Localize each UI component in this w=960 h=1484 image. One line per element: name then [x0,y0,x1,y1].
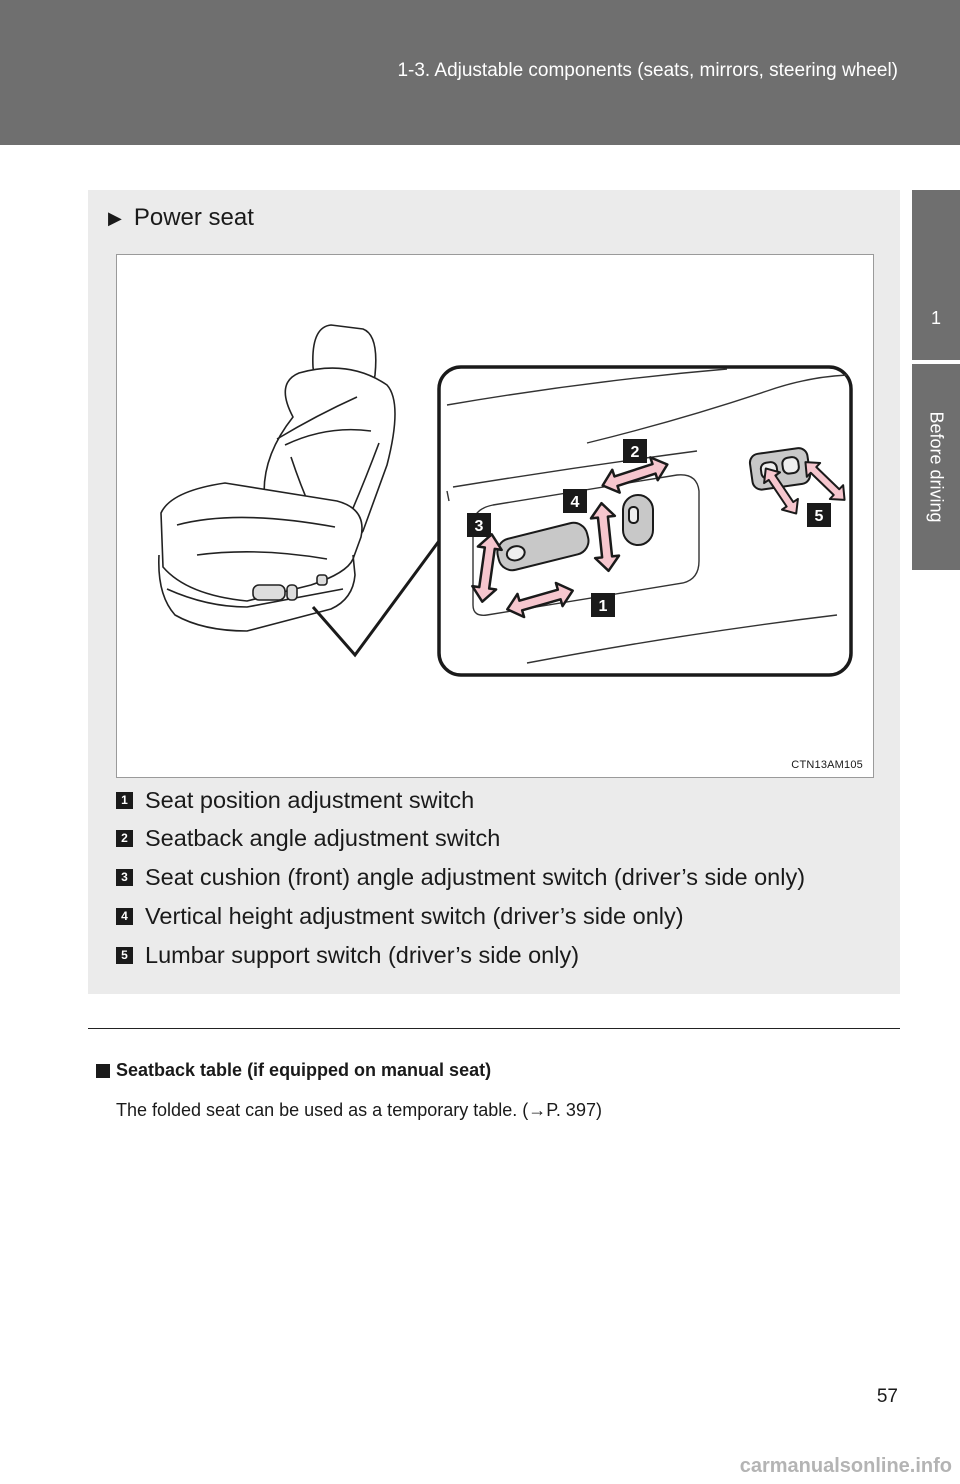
header-band [0,0,960,145]
legend-item: 5 Lumbar support switch (driver’s side o… [116,937,579,973]
note-heading-text: Seatback table (if equipped on manual se… [116,1060,492,1080]
chapter-number: 1 [930,308,941,328]
panel-heading: ▶ Power seat [108,204,254,232]
legend-item: 3 Seat cushion (front) angle adjustment … [116,859,805,895]
legend-text: Lumbar support switch (driver’s side onl… [145,941,580,968]
square-bullet-icon [96,1063,110,1078]
legend-number-2: 2 [116,829,133,847]
callouts: 1 2 3 4 5 [467,439,831,617]
chapter-label-tab[interactable]: Before driving [912,364,960,570]
watermark: carmanualsonline.info [739,1455,952,1477]
legend-text: Seat position adjustment switch [145,786,475,813]
callout-2: 2 [631,444,640,461]
legend-number-3: 3 [116,868,133,886]
note-heading: Seatback table (if equipped on manual se… [96,1060,491,1081]
chapter-tab[interactable]: 1 [912,190,960,360]
legend-item: 4 Vertical height adjustment switch (dri… [116,898,684,934]
legend-item: 2 Seatback angle adjustment switch [116,820,500,856]
legend-number-5: 5 [116,946,133,964]
door-panel-lines [446,368,848,664]
legend-text: Seatback angle adjustment switch [145,824,501,851]
section-title: 1-3. Adjustable components (seats, mirro… [397,60,898,81]
note-body: The folded seat can be used as a tempora… [116,1100,602,1120]
callout-1: 1 [599,598,608,615]
section-divider [88,1028,900,1029]
callout-4: 4 [571,494,580,511]
seat-drawing [158,324,396,632]
figure-code: CTN13AM105 [791,759,863,771]
triangle-bullet-icon: ▶ [108,207,122,228]
callout-5: 5 [815,508,824,525]
chapter-label: Before driving [926,411,947,523]
legend-item: 1 Seat position adjustment switch [116,782,474,818]
page-number: 57 [876,1386,898,1407]
seat-illustration: 1 2 3 4 5 CTN13AM105 [116,254,874,778]
legend-number-1: 1 [116,791,133,809]
switch-controls [496,447,812,572]
legend-text: Seat cushion (front) angle adjustment sw… [145,863,806,890]
legend-number-4: 4 [116,907,133,925]
callout-3: 3 [475,518,484,535]
panel-heading-text: Power seat [133,204,254,231]
legend-text: Vertical height adjustment switch (drive… [145,902,684,929]
